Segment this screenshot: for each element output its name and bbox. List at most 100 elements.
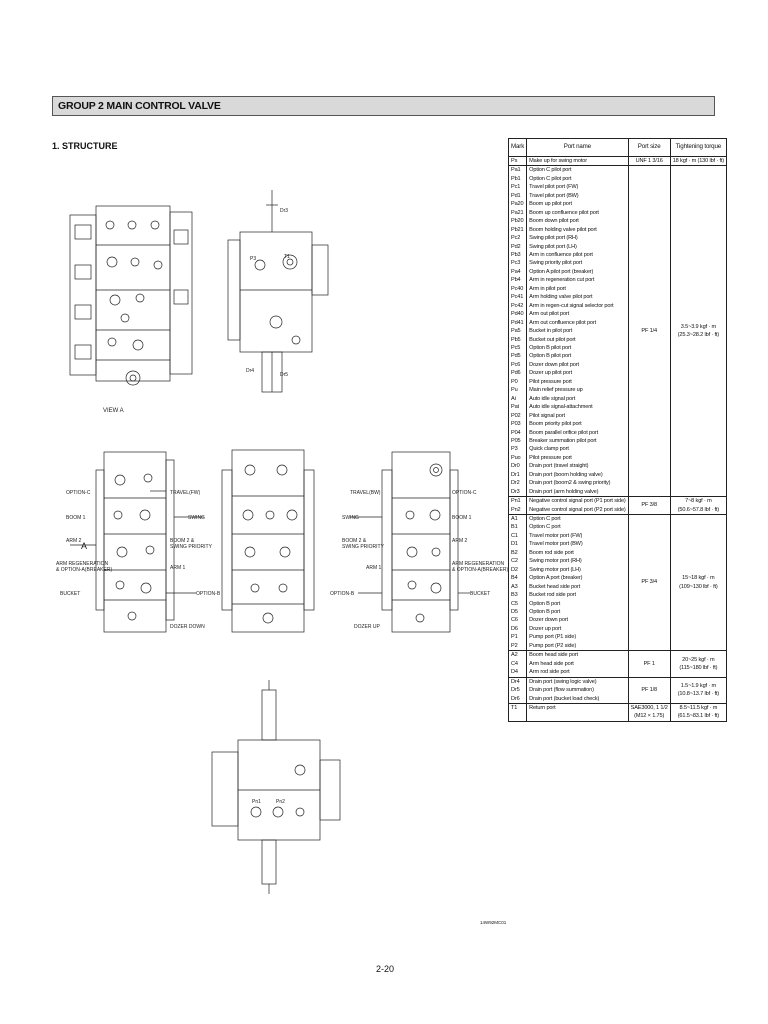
port-name-text: Travel motor port (FW) [529,532,583,539]
mark-text: P2 [511,642,518,649]
torque-cell: 15~18 kgf · m(109~130 lbf · ft) [669,514,728,652]
mark-text: Pb21 [511,226,524,233]
center-label-swing: SWING [188,515,205,521]
port-name-cell: Drain port (swing logic valve)Drain port… [526,676,629,705]
right-center-label-swing: SWING [342,515,359,521]
mark-text: Pc2 [511,235,521,242]
center-label-travel-fw: TRAVEL(FW) [170,490,201,496]
right-center-label-arm1: ARM 1 [366,565,382,571]
port-name-text: Negative control signal port (P2 port si… [529,506,626,513]
port-name-text: Bucket head side port [529,583,581,590]
torque-text: (10.8~13.7 lbf · ft) [677,691,720,698]
port-name-text: Option B port [529,609,561,616]
port-name-text: Boom head side port [529,652,578,659]
mark-text: A1 [511,516,518,523]
mark-text: Pu [511,387,518,394]
torque-text: (50.6~57.8 lbf · ft) [677,506,720,513]
mark-text: Pc40 [511,285,524,292]
port-name-text: Option C pilot port [529,175,572,182]
port-name-text: Dozer down port [529,617,568,624]
port-name-cell: Make up for swing motor [526,155,629,167]
center-label-boom2: BOOM 2 & [170,538,195,544]
port-name-text: Option B pilot port [529,353,572,360]
port-name-text: Quick clamp port [529,446,569,453]
port-name-text: Dozer up port [529,625,562,632]
mark-cell: T1 [507,703,528,722]
torque-text: 8.5~11.5 kgf · m [679,705,718,711]
port-tag-p3: P3 [250,256,256,262]
port-name-text: Drain port (flow summation) [529,687,594,694]
port-name-text: Boom down pilot port [529,218,579,225]
torque-cell: 8.5~11.5 kgf · m (61.5~83.1 lbf · ft) [669,703,728,722]
mark-text: Pd40 [511,311,524,318]
port-name-text: Auto idle signal-attachment [529,404,593,411]
mark-text: Dr6 [511,695,520,702]
valve-front-view-right [381,451,459,633]
mark-text: Pat [511,404,519,411]
port-name-text: Option C pilot port [529,167,572,174]
torque-text: 1.5~1.9 kgf · m [680,682,716,689]
center-label-dozer-down: DOZER DOWN [170,624,205,630]
mark-text: Pa20 [511,201,524,208]
port-name-text: Arm out pilot port [529,311,570,318]
mark-text: Pd41 [511,319,524,326]
mark-text: T1 [511,705,518,711]
mark-text: Pb1 [511,175,521,182]
mark-text: Pb20 [511,218,524,225]
port-size-text: SAE3000, 1 1/2 [630,705,668,711]
mark-text: Pn1 [511,498,521,505]
mark-text: B2 [511,549,518,556]
header-mark: Mark [507,138,528,157]
port-name-text: Swing pilot port (LH) [529,243,577,250]
torque-text: 20~25 kgf · m [682,656,715,663]
port-name-text: Negative control signal port (P1 port si… [529,498,626,505]
mark-text: D6 [511,625,518,632]
mark-text: Pa1 [511,167,521,174]
port-name-text: Drain port (arm holding valve) [529,488,599,495]
port-name-text: Drain port (bucket load check) [529,695,600,702]
port-size-text: UNF 1 3/16 [635,158,663,164]
center-label-arm1: ARM 1 [170,565,186,571]
mark-text: Pd2 [511,243,521,250]
mark-text: D2 [511,566,518,573]
port-tag-dr3: Dr3 [280,208,288,214]
mark-text: Dr1 [511,471,520,478]
right-label-bucket: BUCKET [470,591,490,597]
mark-text: C5 [511,600,518,607]
port-name-text: Return port [529,705,556,711]
left-label-option-c: OPTION-C [66,490,91,496]
section-title: 1. STRUCTURE [52,141,118,151]
mark-cell: Ps [507,155,528,167]
port-name-text: Boom parallel orifice pilot port [529,429,599,436]
valve-bottom-view [211,680,341,894]
mark-text: C4 [511,660,518,667]
mark-text: Pb4 [511,277,521,284]
port-name-text: Pilot signal port [529,412,565,419]
port-name-text: Dozer up pilot port [529,370,573,377]
mark-text: D5 [511,609,518,616]
torque-text: 7~8 kgf · m [685,498,712,505]
center-label-swing-priority: SWING PRIORITY [170,544,213,550]
port-tag-t1: T1 [284,254,290,260]
port-name-text: Arm in confluence pilot port [529,251,593,258]
left-label-option-a: & OPTION-A(BREAKER) [56,567,112,573]
torque-text: (61.5~83.1 lbf · ft) [677,713,720,720]
port-name-text: Arm out confluence pilot port [529,319,597,326]
right-center-label-boom2: BOOM 2 & [342,538,367,544]
port-name-text: Drain port (boom2 & swing priority) [529,480,611,487]
port-name-text: Travel pilot port (FW) [529,184,579,191]
port-name-text: Arm rod side port [529,669,570,676]
group-title: GROUP 2 MAIN CONTROL VALVE [52,96,715,116]
port-table: Mark Port name Port size Tightening torq… [507,138,728,722]
